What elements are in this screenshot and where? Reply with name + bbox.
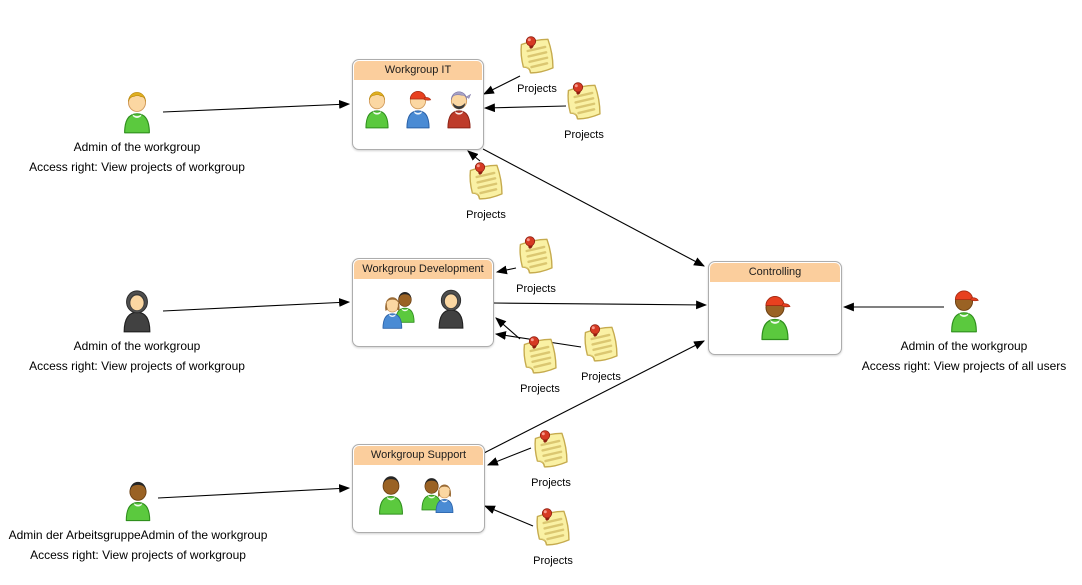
- workgroup-support-members: [353, 466, 484, 515]
- admin-workgroup-development: Admin of the workgroup Access right: Vie…: [0, 285, 274, 373]
- person-bandana-beard-icon: [442, 86, 476, 129]
- admin-controlling: Admin of the workgroup Access right: Vie…: [826, 285, 1082, 373]
- workgroup-support-title: Workgroup Support: [354, 446, 483, 465]
- projects-document: Projects: [552, 80, 616, 141]
- note-icon: [562, 80, 606, 124]
- workgroup-development-members: [353, 280, 493, 329]
- controlling-box: Controlling: [708, 261, 842, 355]
- projects-document: Projects: [519, 428, 583, 489]
- admin-access-right: Access right: View projects of workgroup: [30, 548, 246, 562]
- person-blonde-icon: [118, 86, 156, 134]
- projects-document: Projects: [454, 160, 518, 221]
- person-red-cap-icon: [401, 86, 435, 129]
- admin-caption: Admin of the workgroup: [73, 140, 201, 154]
- workgroup-support-box: Workgroup Support: [352, 444, 485, 533]
- note-icon: [518, 334, 562, 378]
- projects-document: Projects: [521, 506, 585, 567]
- projects-document: Projects: [508, 334, 572, 395]
- person-red-cap-icon: [945, 285, 983, 333]
- controlling-title: Controlling: [710, 263, 840, 282]
- workgroup-it-title: Workgroup IT: [354, 61, 482, 80]
- controlling-members: [709, 283, 841, 341]
- projects-label: Projects: [581, 371, 621, 383]
- projects-label: Projects: [564, 129, 604, 141]
- admin-access-right: Access right: View projects of all users: [861, 359, 1067, 373]
- admin-caption: Admin der ArbeitsgruppeAdmin of the work…: [8, 528, 268, 542]
- note-icon: [515, 34, 559, 78]
- projects-label: Projects: [533, 555, 573, 567]
- projects-label: Projects: [466, 209, 506, 221]
- arrow-dev-to-controlling: [492, 300, 708, 310]
- person-blonde-icon: [360, 86, 394, 129]
- admin-access-right: Access right: View projects of workgroup: [29, 160, 245, 174]
- person-dark-skin-icon: [120, 476, 156, 522]
- note-icon: [579, 322, 623, 366]
- workgroup-it-members: [353, 81, 483, 129]
- people-pair-icon: [416, 472, 464, 515]
- person-dark-skin-icon: [373, 471, 409, 515]
- note-icon: [464, 160, 508, 204]
- admin-access-right: Access right: View projects of workgroup: [29, 359, 245, 373]
- projects-label: Projects: [516, 283, 556, 295]
- projects-document: Projects: [505, 34, 569, 95]
- person-red-cap-icon: [755, 290, 795, 341]
- person-hoodie-icon: [118, 285, 156, 333]
- note-icon: [531, 506, 575, 550]
- note-icon: [529, 428, 573, 472]
- projects-label: Projects: [517, 83, 557, 95]
- workgroup-it-box: Workgroup IT: [352, 59, 484, 150]
- projects-label: Projects: [531, 477, 571, 489]
- workgroup-development-title: Workgroup Development: [354, 260, 492, 279]
- projects-document: Projects: [504, 234, 568, 295]
- admin-workgroup-it: Admin of the workgroup Access right: Vie…: [0, 86, 274, 174]
- person-hoodie-icon: [433, 285, 469, 329]
- admin-caption: Admin of the workgroup: [900, 339, 1028, 353]
- workgroup-development-box: Workgroup Development: [352, 258, 494, 347]
- admin-caption: Admin of the workgroup: [73, 339, 201, 353]
- admin-workgroup-support: Admin der ArbeitsgruppeAdmin of the work…: [0, 476, 276, 562]
- projects-document: Projects: [569, 322, 633, 383]
- projects-label: Projects: [520, 383, 560, 395]
- note-icon: [514, 234, 558, 278]
- people-pair-icon: [378, 286, 426, 329]
